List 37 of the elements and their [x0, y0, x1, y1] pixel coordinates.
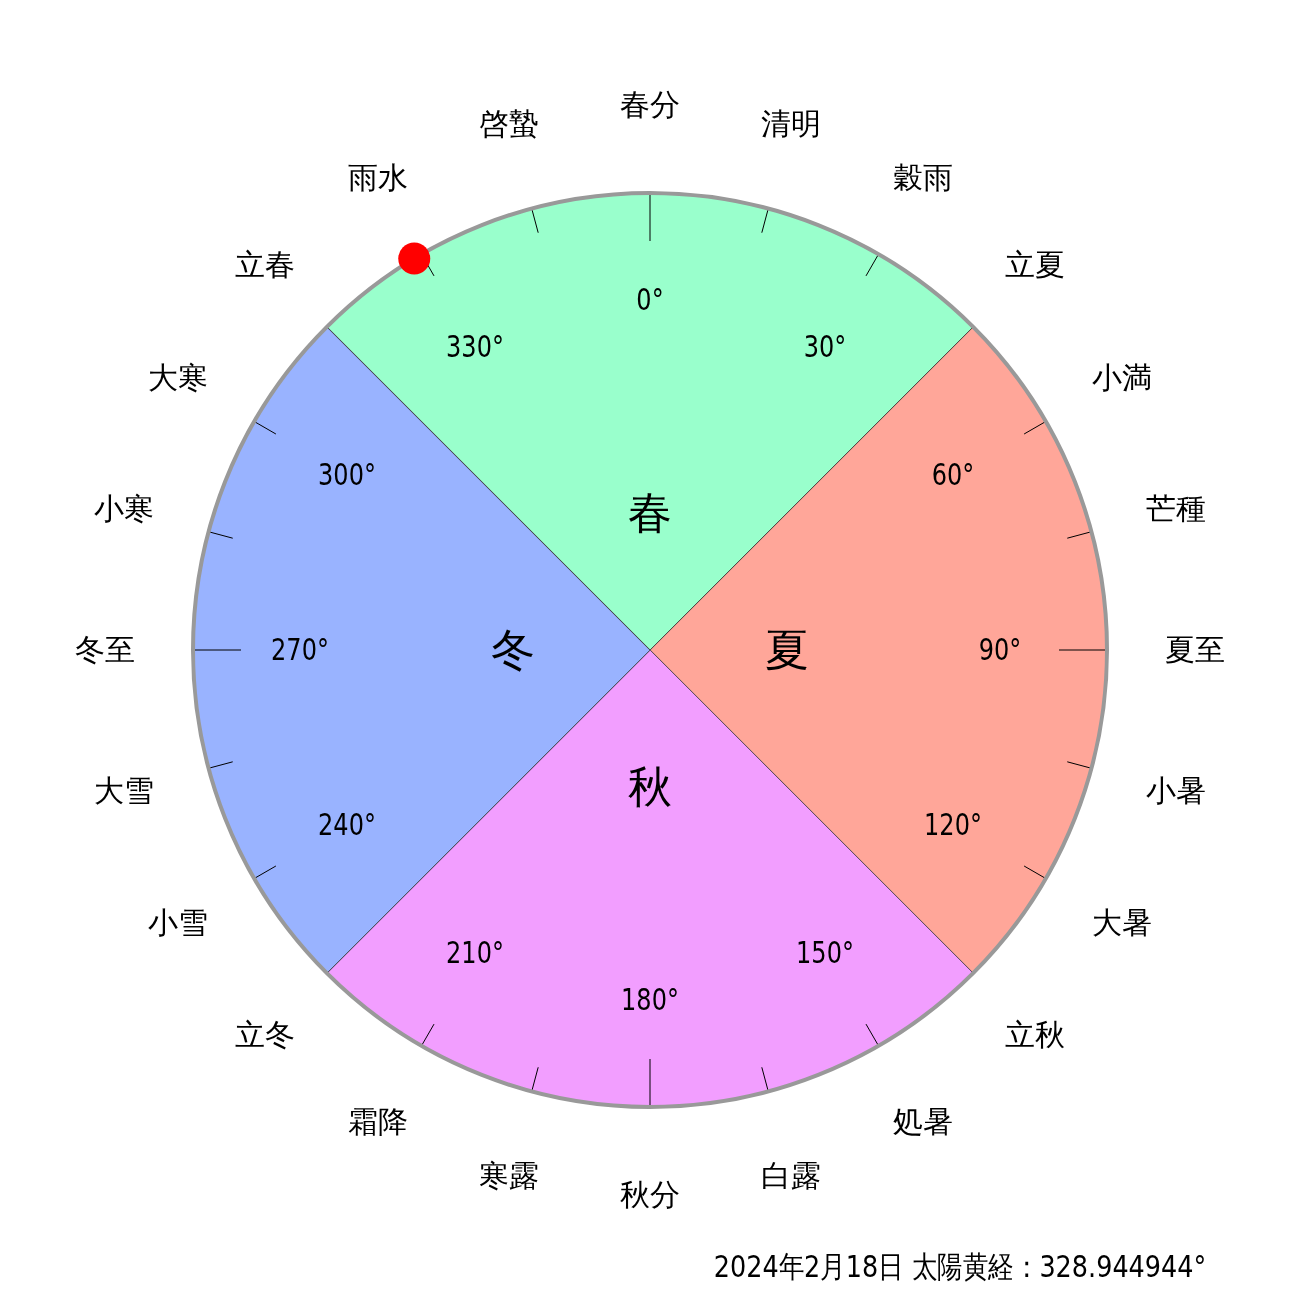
solar-term-label: 寒露	[478, 1161, 539, 1192]
solar-term-label: 小満	[1091, 362, 1152, 393]
solar-term-label: 秋分	[620, 1180, 680, 1210]
degree-label: 90°	[978, 635, 1022, 665]
solar-term-label: 清明	[761, 108, 822, 139]
degree-label: 30°	[803, 331, 847, 362]
date-longitude-note: 2024年2月18日 太陽黄経：328.944944°	[713, 1252, 1207, 1282]
solar-term-label: 春分	[620, 90, 680, 120]
solar-term-label: 立春	[234, 249, 295, 280]
season-label: 夏	[765, 628, 809, 672]
solar-term-label: 立秋	[1005, 1020, 1066, 1051]
solar-term-label: 大暑	[1091, 907, 1152, 938]
solar-term-label: 小暑	[1146, 776, 1207, 807]
season-label: 冬	[491, 628, 535, 672]
solar-term-label: 夏至	[1165, 635, 1225, 665]
solar-term-label: 芒種	[1146, 493, 1207, 524]
solar-term-label: 立夏	[1005, 249, 1066, 280]
degree-label: 270°	[271, 635, 329, 665]
season-label: 秋	[628, 765, 672, 809]
degree-label: 180°	[621, 985, 679, 1015]
degree-label: 150°	[796, 938, 854, 969]
solar-term-label: 白露	[761, 1161, 822, 1192]
solar-term-label: 大雪	[93, 776, 154, 807]
degree-label: 240°	[318, 810, 376, 840]
solar-term-label: 小寒	[93, 493, 154, 524]
degree-label: 0°	[636, 285, 664, 315]
season-label: 春	[628, 491, 672, 535]
solar-term-label: 小雪	[148, 907, 208, 938]
solar-term-label: 大寒	[148, 362, 208, 393]
degree-label: 120°	[924, 810, 982, 840]
solar-term-label: 冬至	[75, 635, 135, 665]
solar-term-label: 啓蟄	[478, 108, 539, 139]
solar-term-label: 立冬	[234, 1020, 295, 1051]
degree-label: 330°	[446, 331, 504, 362]
degree-label: 60°	[931, 460, 975, 490]
degree-label: 210°	[446, 938, 504, 969]
degree-label: 300°	[318, 460, 376, 490]
